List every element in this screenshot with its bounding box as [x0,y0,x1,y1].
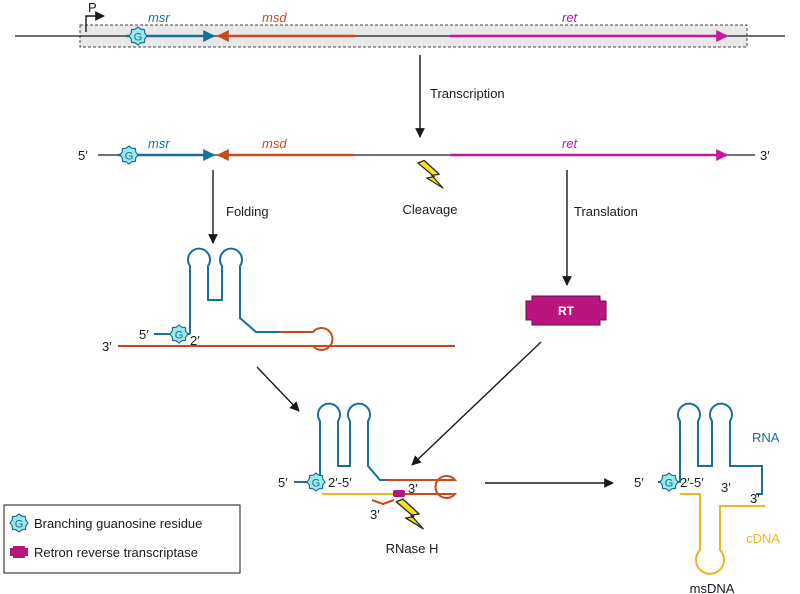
rt-intermediate: 5′ G 2′-5′ 3′ 3′ RNase H [278,402,458,556]
reverse-transcriptase-icon [10,546,28,558]
legend-item-guanosine: Branching guanosine residue [34,516,202,531]
guanosine-icon: G [9,513,29,533]
folded-rna: 3′ 5′ G 2′ [102,247,455,354]
ret-transcript-label: ret [562,136,579,151]
msdna-label: msDNA [690,581,735,594]
guanosine-icon: G [169,324,189,344]
svg-text:G: G [312,478,321,490]
legend-item-reverse-transcriptase: Retron reverse transcriptase [34,545,198,560]
intermediate-linkage: 2′-5′ [328,475,352,490]
legend: G Branching guanosine residue Retron rev… [3,504,241,574]
reverse-transcriptase-icon [393,490,405,497]
guanosine-icon: G [659,472,679,492]
guanosine-icon: G [119,145,139,165]
transcription-label: Transcription [430,86,505,101]
svg-text:G: G [175,330,184,342]
folded-3prime: 3′ [102,339,112,354]
cdna-label: cDNA [746,531,780,546]
msdna-5prime: 5′ [634,475,644,490]
intermediate-3prime-fragment: 3′ [370,507,380,522]
translation-label: Translation [574,204,638,219]
svg-text:G: G [125,151,134,163]
intermediate-5prime: 5′ [278,475,288,490]
rnase-h-label: RNase H [386,541,439,556]
cleavage-lightning-icon [417,159,444,189]
svg-text:G: G [134,32,143,44]
msr-transcript-label: msr [148,136,170,151]
transcript-5prime: 5′ [78,148,88,163]
guanosine-icon: G [306,472,326,492]
msd-transcript-label: msd [262,136,287,151]
intermediate-3prime-rna: 3′ [408,481,418,496]
guanosine-icon: G [128,26,148,46]
folded-5prime: 5′ [139,327,149,342]
transcript: 5′ 3′ G msr msd ret Cleavage [78,136,770,217]
svg-text:G: G [15,519,24,531]
transcript-3prime: 3′ [760,148,770,163]
ret-gene-label: ret [562,10,579,25]
rna-label: RNA [752,430,780,445]
reverse-transcriptase-icon: RT [525,295,607,326]
rt-label: RT [558,304,575,318]
legend-box [3,504,241,574]
cleavage-label: Cleavage [403,202,458,217]
promoter-label: P [88,0,97,15]
msdna-product: 5′ G 2′-5′ 3′ 3′ RNA cDNA msDNA [634,402,780,594]
promoter-arrow [85,11,105,32]
operon: P G msr msd ret [15,0,785,48]
folding-label: Folding [226,204,269,219]
rt-binding-arrow [411,341,542,466]
folding-to-rt-arrow [256,366,300,412]
msdna-linkage: 2′-5′ [680,475,704,490]
msdna-3prime-a: 3′ [721,480,731,495]
folded-2prime: 2′ [190,333,200,348]
svg-text:G: G [665,478,674,490]
msr-gene-label: msr [148,10,170,25]
msdna-3prime-b: 3′ [750,491,760,506]
rnase-lightning-icon [395,498,424,530]
msd-gene-label: msd [262,10,287,25]
